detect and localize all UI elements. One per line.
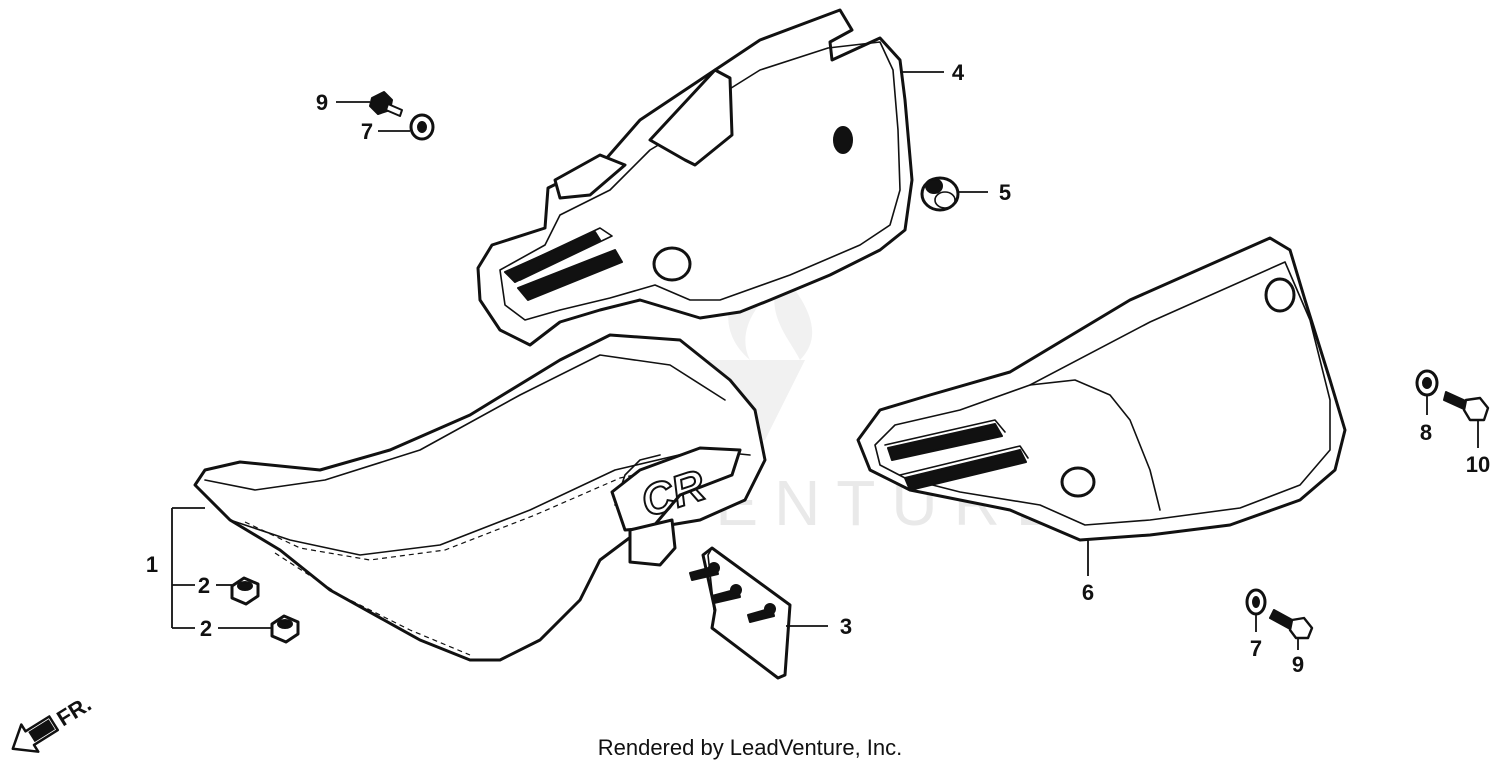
footer-credit: Rendered by LeadVenture, Inc. [597,735,903,760]
part-7-washer-upper[interactable] [409,113,435,141]
part-2-nut-upper[interactable] [230,576,260,606]
callout-4: 4 [952,60,965,85]
callout-5: 5 [999,180,1011,205]
part-1-seat[interactable]: CR [193,333,767,662]
callout-2-lower: 2 [200,616,212,641]
callouts: 9 7 4 5 6 1 2 2 3 8 10 7 9 [146,60,1490,677]
callout-2-upper: 2 [198,573,210,598]
part-8-washer[interactable] [1415,369,1439,397]
part-9-bolt-upper[interactable] [369,91,403,117]
callout-3: 3 [840,614,852,639]
callout-9-upper: 9 [316,90,328,115]
leader-lines [171,71,1479,650]
part-2-nut-lower[interactable] [270,614,300,644]
callout-7-lower: 7 [1250,636,1262,661]
part-6-right-side-cover[interactable] [856,236,1347,542]
part-4-left-side-cover[interactable] [476,8,914,347]
part-5-grommet[interactable] [920,176,960,212]
front-label: FR. [52,691,95,731]
part-3-seat-bracket[interactable] [689,546,792,680]
callout-10: 10 [1466,452,1490,477]
part-7-washer-lower[interactable] [1245,588,1267,616]
part-10-bolt[interactable] [1443,391,1490,422]
callout-1: 1 [146,552,158,577]
callout-9-lower: 9 [1292,652,1304,677]
callout-7-upper: 7 [361,119,373,144]
callout-6: 6 [1082,580,1094,605]
part-9-bolt-lower[interactable] [1269,609,1314,640]
callout-8: 8 [1420,420,1432,445]
